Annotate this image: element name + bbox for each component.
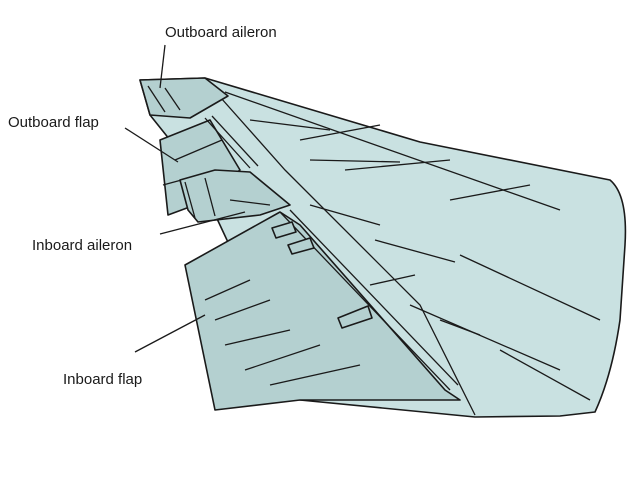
wing-rib-line [449,184,531,201]
flap-track-fairing [287,237,315,255]
wing-rib-line [309,204,381,226]
wing-rib-line [309,159,401,163]
flap-track-fairing [337,305,373,329]
wing-rib-line [459,254,601,321]
inboard-aileron-surface [179,169,291,223]
outboard-flap-hinge [211,115,259,167]
outboard-flap-leader [124,127,179,163]
inboard-aileron-edge [229,199,271,206]
wing-rib-line [409,304,561,371]
outboard-flap-label: Outboard flap [8,114,99,131]
inboard-aileron-label: Inboard aileron [32,237,132,254]
outboard-aileron-edge [147,85,166,113]
wing-spar-line [204,79,476,416]
inboard-flap-rib [244,344,321,371]
outboard-aileron-leader [159,44,166,89]
inboard-flap-hinge [289,209,459,386]
wing-rib-line [344,159,451,171]
inboard-aileron-edge [204,177,216,217]
inboard-flap-label: Inboard flap [63,371,142,388]
outboard-aileron-label: Outboard aileron [165,24,277,41]
inboard-flap-rib [224,329,291,346]
outboard-flap-hinge [204,117,251,169]
wing-rib-line [499,349,591,401]
wing-rib-line [249,119,331,131]
inboard-flap-rib [214,299,271,321]
inboard-flap-rib [269,364,361,386]
inboard-flap-rib [204,279,251,301]
wing-main-surface [139,77,627,418]
outboard-flap-edge [174,139,223,161]
outboard-aileron-edge [164,87,181,111]
wing-rib-line [299,124,381,141]
inboard-aileron-edge [184,181,196,219]
wing-rib-line [369,274,416,286]
wing-rib-line [439,319,481,336]
inboard-aileron-leader [159,211,246,235]
inboard-flap-leader [134,314,206,353]
wing-rib-line [374,239,456,263]
inboard-flap-surface [184,211,461,411]
flap-track-fairing [271,221,297,239]
